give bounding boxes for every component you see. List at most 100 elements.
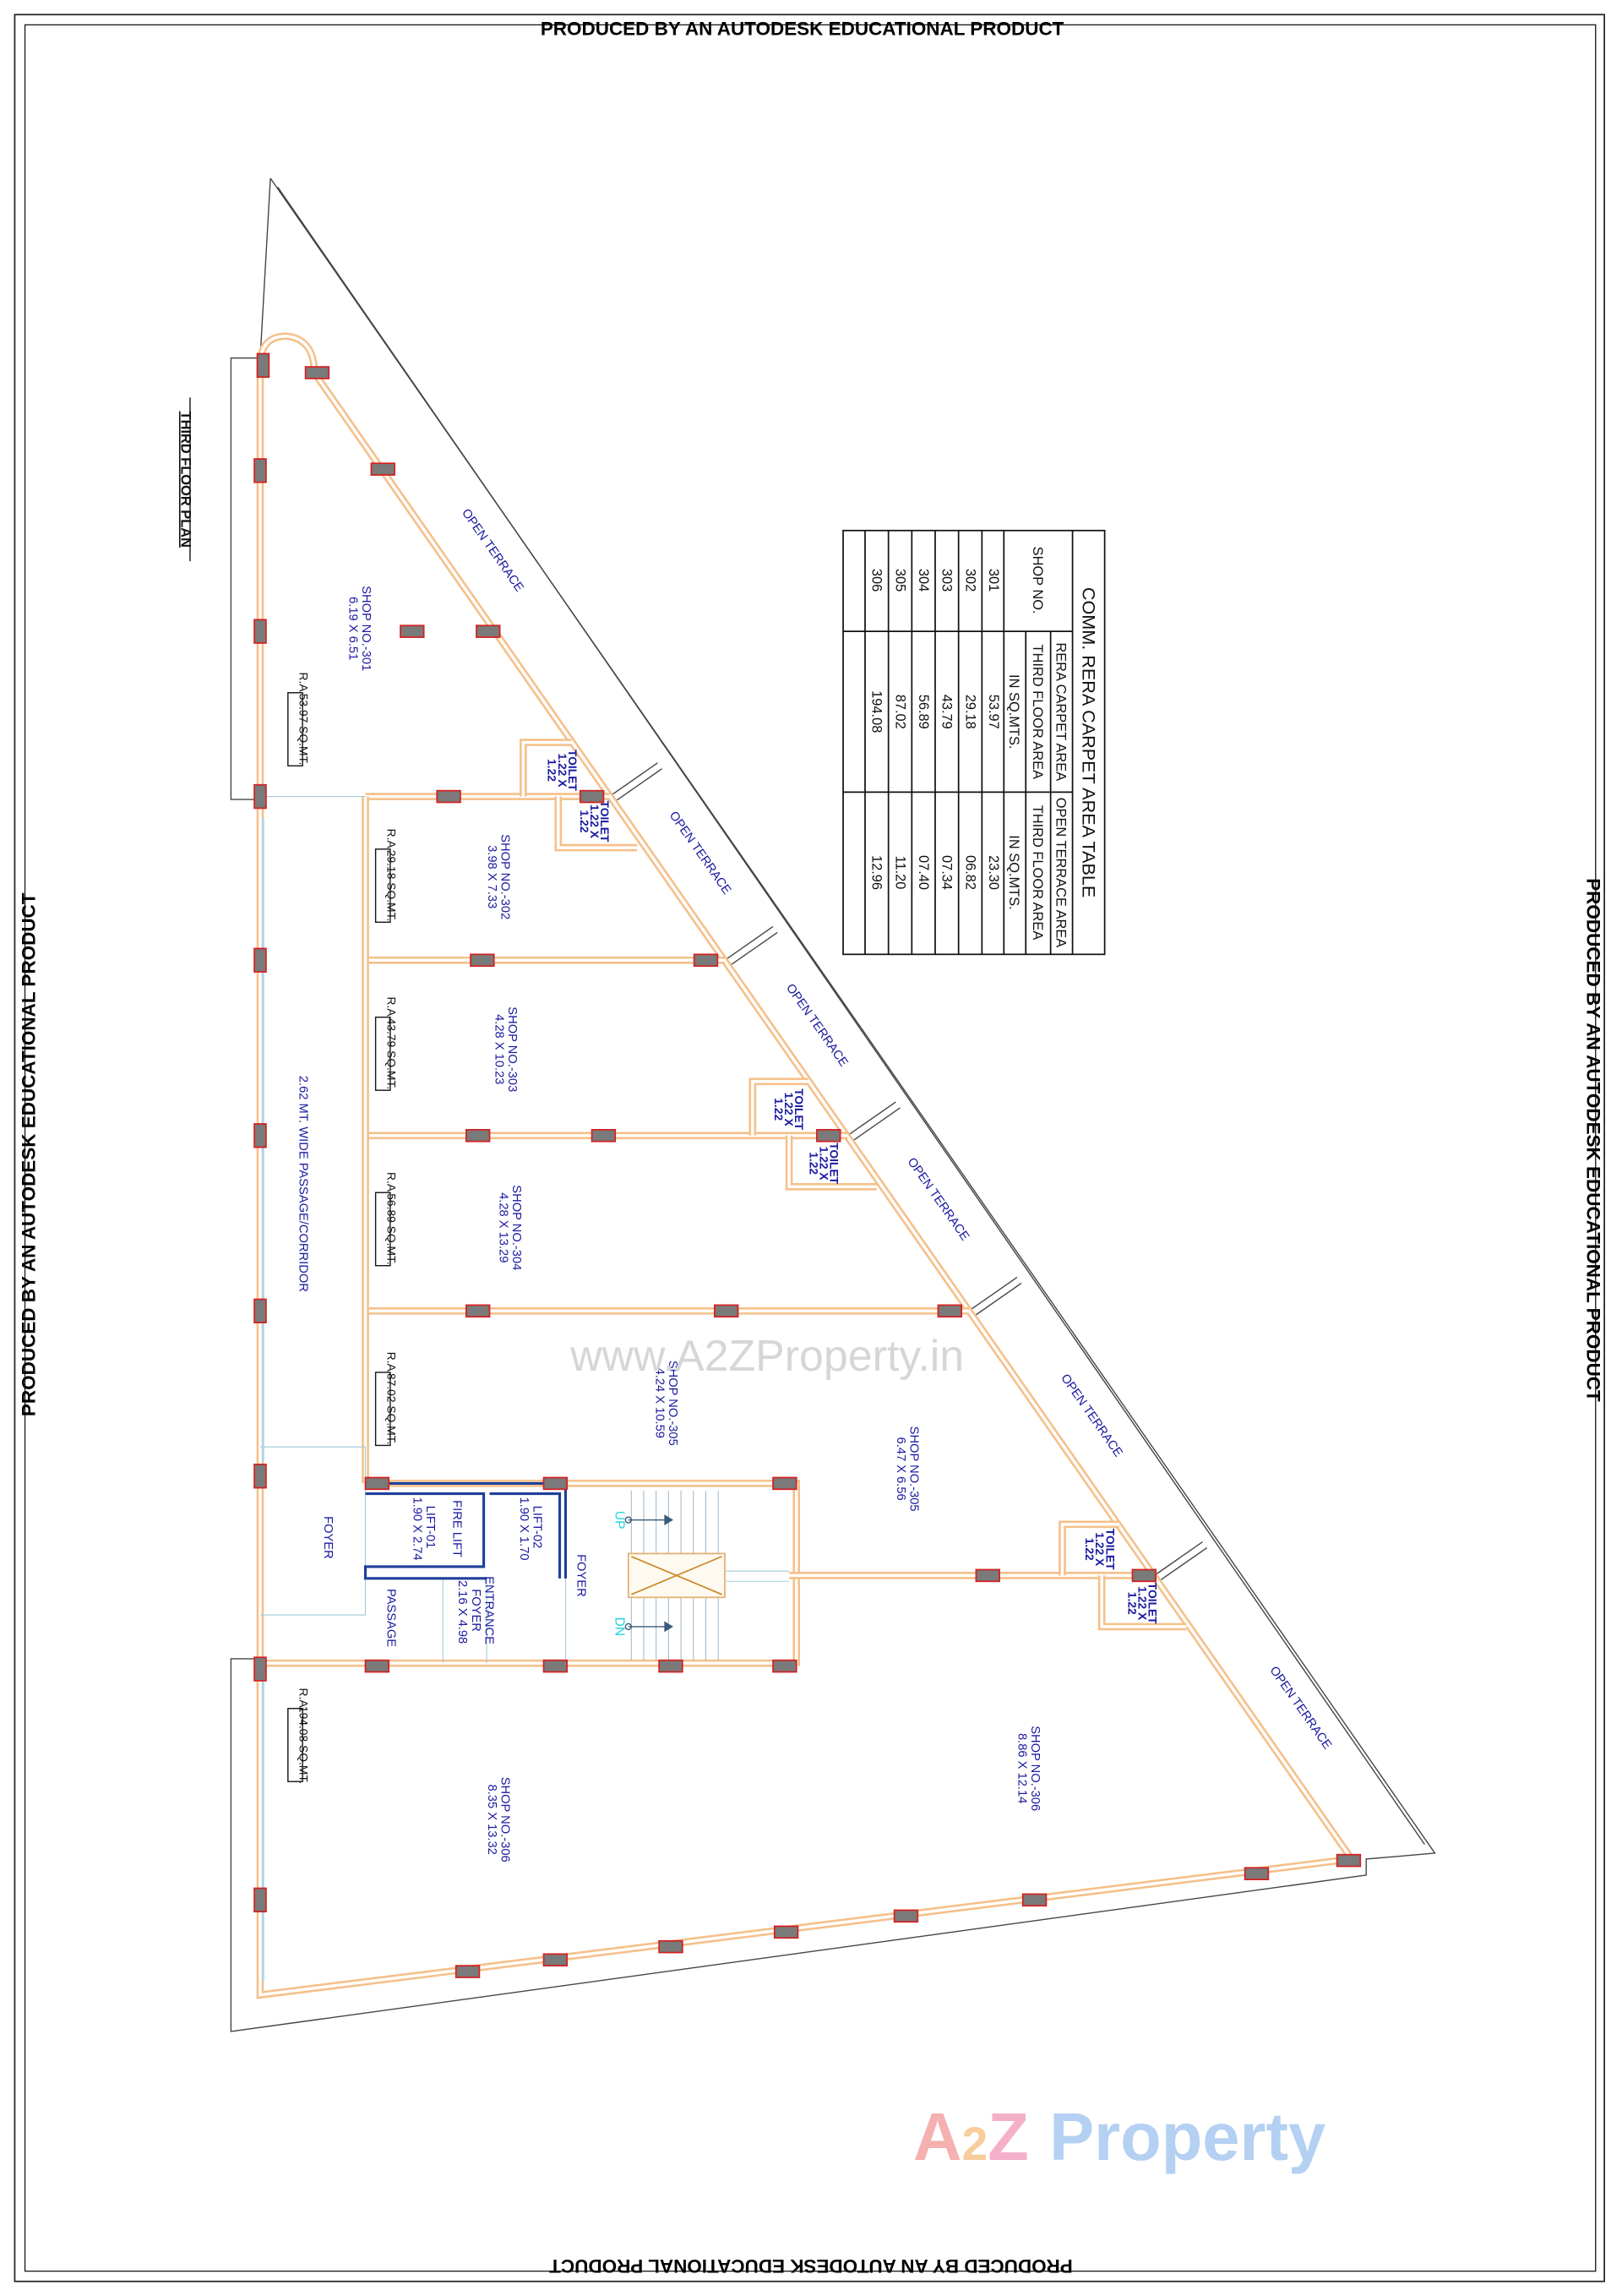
walls: [256, 332, 1358, 1999]
stair-up-arrow-icon: [624, 1514, 674, 1526]
table-cell-terrace: 11.20: [892, 856, 907, 890]
sheet-border-outer: [14, 14, 1605, 2282]
table-cell-shop: 305: [892, 569, 907, 592]
wall-inner: [557, 796, 638, 849]
lift-02-size: 1.90 X 1.70: [517, 1497, 531, 1560]
foyer-label: FOYER: [321, 1516, 335, 1559]
notice-top: PRODUCED BY AN AUTODESK EDUCATIONAL PROD…: [541, 19, 1064, 40]
toilet-name: TOILET: [598, 801, 612, 843]
wall-inner: [1060, 1523, 1119, 1576]
lift-02-label: LIFT-02 1.90 X 1.70: [517, 1497, 544, 1560]
column: [465, 1304, 491, 1318]
entrance-foyer-line2: FOYER: [469, 1589, 482, 1632]
toilet-name: TOILET: [566, 750, 580, 791]
toilet-size-2: 1.22: [807, 1152, 820, 1175]
shop-name: SHOP NO.-304: [509, 1185, 523, 1270]
ra-prefix: R.A: [384, 1352, 398, 1372]
toilet-size-1: 1.22 X: [1093, 1532, 1107, 1567]
shop-label: SHOP NO.-3068.35 X 13.32: [485, 1777, 512, 1862]
open-terrace-label: OPEN TERRACE: [667, 810, 734, 897]
ra-box: [374, 1017, 391, 1091]
wall-inner: [751, 1080, 808, 1136]
columns: [253, 352, 1362, 1978]
ra-prefix: R.A: [297, 673, 311, 693]
ra-box: [374, 848, 391, 923]
toilet-size-1: 1.22 X: [782, 1093, 796, 1127]
logo-part-3: Z: [988, 2099, 1029, 2174]
table-cell-shop: 302: [962, 569, 977, 592]
table-title: COMM. RERA CARPET AREA TABLE: [1079, 587, 1100, 897]
column: [253, 458, 267, 483]
toilet-name: TOILET: [1103, 1529, 1117, 1570]
toilet-label: TOILET1.22 X1.22: [546, 750, 580, 791]
terrace-separator: [972, 1282, 1022, 1317]
column: [937, 1304, 963, 1318]
ra-value: 56.89 SQ.MT.: [384, 1193, 398, 1265]
table-cell-shop: 306: [869, 569, 884, 592]
ra-box: [287, 1708, 303, 1782]
ra-value: 53.97 SQ.MT.: [297, 694, 311, 766]
column: [773, 1925, 799, 1939]
column: [370, 462, 395, 476]
logo-part-2: 2: [962, 2118, 988, 2170]
toilet-size-1: 1.22 X: [556, 753, 569, 788]
table-cell-shop: 303: [939, 569, 955, 592]
shop-name: SHOP NO.-302: [498, 834, 511, 919]
terrace-separator: [608, 762, 658, 798]
shop-size: 4.28 X 10.23: [492, 1014, 505, 1084]
terrace-separator: [968, 1276, 1018, 1312]
shop-label: SHOP NO.-3016.19 X 6.51: [346, 586, 373, 671]
column: [454, 1965, 481, 1978]
toilet-label: TOILET1.22 X1.22: [1083, 1529, 1117, 1570]
table-cell-shop: 301: [986, 569, 1001, 592]
table-cell-carpet: 29.18: [962, 695, 977, 729]
column: [436, 789, 461, 804]
column: [470, 953, 495, 968]
column: [816, 1129, 841, 1143]
entrance-foyer-size: 2.16 X 4.98: [455, 1580, 469, 1644]
header-carpet-unit: IN SQ.MTS.: [1006, 674, 1021, 749]
logo-part-1: A: [913, 2099, 961, 2174]
shop-name: SHOP NO.-306: [1028, 1726, 1042, 1811]
column: [256, 352, 270, 379]
toilet-size-1: 1.22 X: [1135, 1586, 1149, 1621]
ra-value: 87.02 SQ.MT.: [384, 1373, 398, 1445]
column: [542, 1659, 569, 1673]
terrace-separators: [608, 762, 1208, 1582]
entrance-foyer-label: ENTRANCE FOYER 2.16 X 4.98: [455, 1576, 495, 1648]
column: [693, 953, 719, 968]
table-cell-carpet: 87.02: [892, 695, 907, 729]
terrace-separator: [728, 931, 778, 967]
column: [772, 1659, 797, 1673]
toilet-label: TOILET1.22 X1.22: [578, 801, 612, 843]
wall-inner: [259, 335, 1354, 1997]
watermark-url: www.A2ZProperty.in: [569, 1331, 964, 1380]
open-terrace-label: OPEN TERRACE: [1266, 1664, 1334, 1752]
column: [1131, 1568, 1157, 1583]
shop-size: 8.35 X 13.32: [485, 1785, 498, 1855]
toilet-size-2: 1.22: [1125, 1592, 1139, 1615]
terrace-separator: [1154, 1541, 1203, 1576]
ra-box: [374, 1192, 391, 1267]
toilet-size-1: 1.22 X: [817, 1147, 830, 1181]
wall-inner: [521, 740, 572, 797]
column: [476, 624, 501, 638]
wall-inner: [1100, 1575, 1187, 1628]
toilet-name: TOILET: [827, 1143, 841, 1184]
header-carpet-floor: THIRD FLOOR AREA: [1030, 644, 1045, 779]
shop-size: 6.19 X 6.51: [346, 597, 359, 660]
toilet-label: TOILET1.22 X1.22: [1125, 1583, 1159, 1624]
ra-value: 43.79 SQ.MT.: [384, 1018, 398, 1090]
stair-down-label: DN: [612, 1617, 626, 1636]
header-rera-carpet: RERA CARPET AREA: [1053, 642, 1069, 781]
column: [658, 1939, 683, 1954]
toilet-name: TOILET: [1146, 1583, 1160, 1624]
column: [542, 1476, 569, 1491]
column: [658, 1659, 683, 1673]
column: [253, 619, 267, 644]
lift-01-name: LIFT-01: [423, 1506, 437, 1549]
wall: [256, 332, 1358, 1999]
terrace-separator: [852, 1107, 901, 1143]
column: [364, 1476, 390, 1491]
